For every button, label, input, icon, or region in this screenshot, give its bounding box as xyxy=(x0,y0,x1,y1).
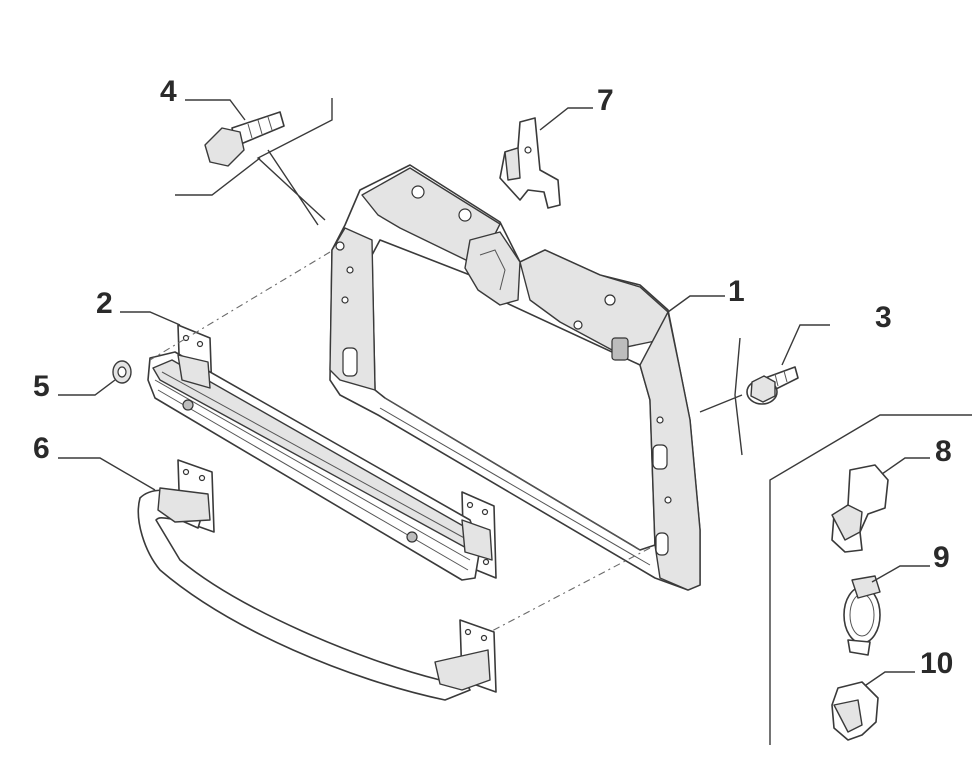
bumper-reinforcement-part-2 xyxy=(147,324,497,581)
callout-10: 10 xyxy=(920,647,954,680)
bracket-part-7 xyxy=(499,117,561,209)
clip-part-8 xyxy=(831,464,889,553)
clip-part-10 xyxy=(831,681,879,741)
callout-6: 6 xyxy=(33,432,50,465)
assembly-lines xyxy=(149,251,651,633)
bolt-part-4 xyxy=(204,111,285,167)
callout-9: 9 xyxy=(933,541,950,574)
callout-5: 5 xyxy=(33,370,50,403)
callout-2: 2 xyxy=(96,287,113,320)
lower-beam-part-6 xyxy=(137,459,497,701)
front-end-carrier-part-1 xyxy=(329,164,701,591)
leader-lines xyxy=(58,98,972,745)
callout-8: 8 xyxy=(935,435,952,468)
callout-1: 1 xyxy=(728,275,745,308)
nut-part-5 xyxy=(112,360,132,384)
clamp-part-9 xyxy=(843,575,881,656)
bolt-part-3 xyxy=(746,366,799,405)
callout-3: 3 xyxy=(875,301,892,334)
callout-4: 4 xyxy=(160,75,177,108)
callout-7: 7 xyxy=(597,84,614,117)
